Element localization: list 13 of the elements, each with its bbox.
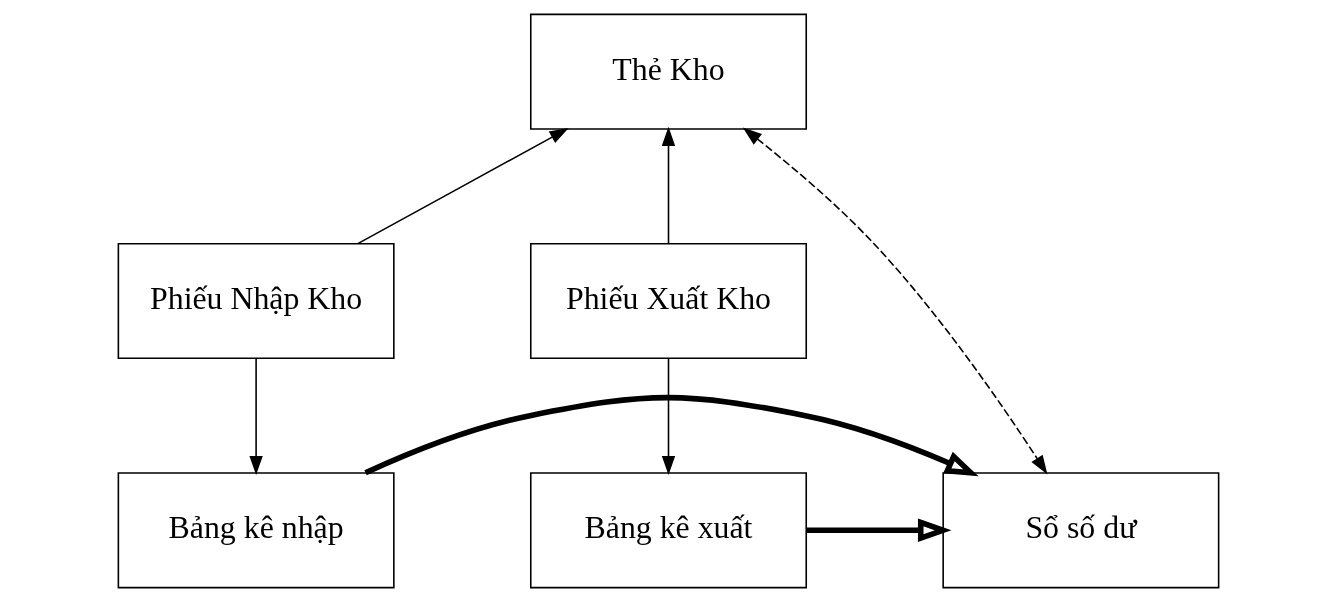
node-box: Bảng kê nhập (117, 472, 395, 589)
node-box: Phiếu Xuất Kho (529, 242, 808, 360)
arrow (742, 127, 1048, 475)
node-box: Sổ số dư (942, 472, 1220, 589)
arrow (661, 126, 676, 245)
node-box: Thẻ Kho (529, 13, 808, 130)
node-box: Phiếu Nhập Kho (117, 242, 395, 360)
arrow (357, 128, 569, 245)
arrow (249, 357, 263, 476)
arrow (661, 357, 676, 476)
arrow (806, 518, 952, 542)
node-box: Bảng kê xuất (529, 472, 808, 589)
arrow (364, 394, 979, 477)
